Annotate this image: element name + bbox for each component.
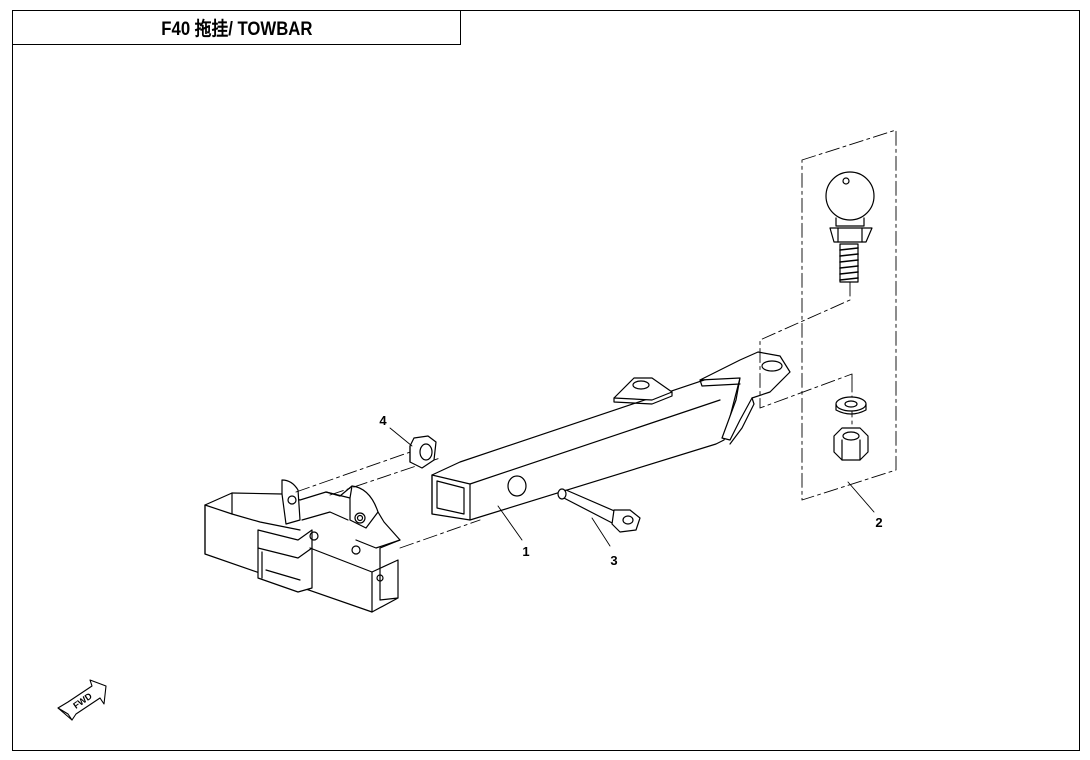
towbar-tube — [431, 351, 791, 521]
callout-3: 3 — [610, 553, 617, 568]
alignment-lines-bracket — [295, 449, 481, 549]
drawing-sheet-border — [12, 10, 1080, 751]
tow-ball — [825, 171, 875, 283]
lock-washer — [835, 396, 867, 415]
title-box: F40 拖挂/ TOWBAR — [12, 10, 461, 45]
callout-2: 2 — [875, 515, 882, 530]
hitch-pin-bolt — [557, 488, 641, 533]
receiver-bracket — [204, 479, 401, 613]
fwd-arrow-icon — [57, 679, 107, 721]
callout-4: 4 — [379, 413, 387, 428]
page-title: F40 拖挂/ TOWBAR — [160, 19, 313, 40]
callout-1: 1 — [522, 544, 529, 559]
end-cap-grommet — [409, 435, 437, 469]
leader-lines — [389, 427, 875, 547]
hex-nut — [833, 427, 869, 461]
